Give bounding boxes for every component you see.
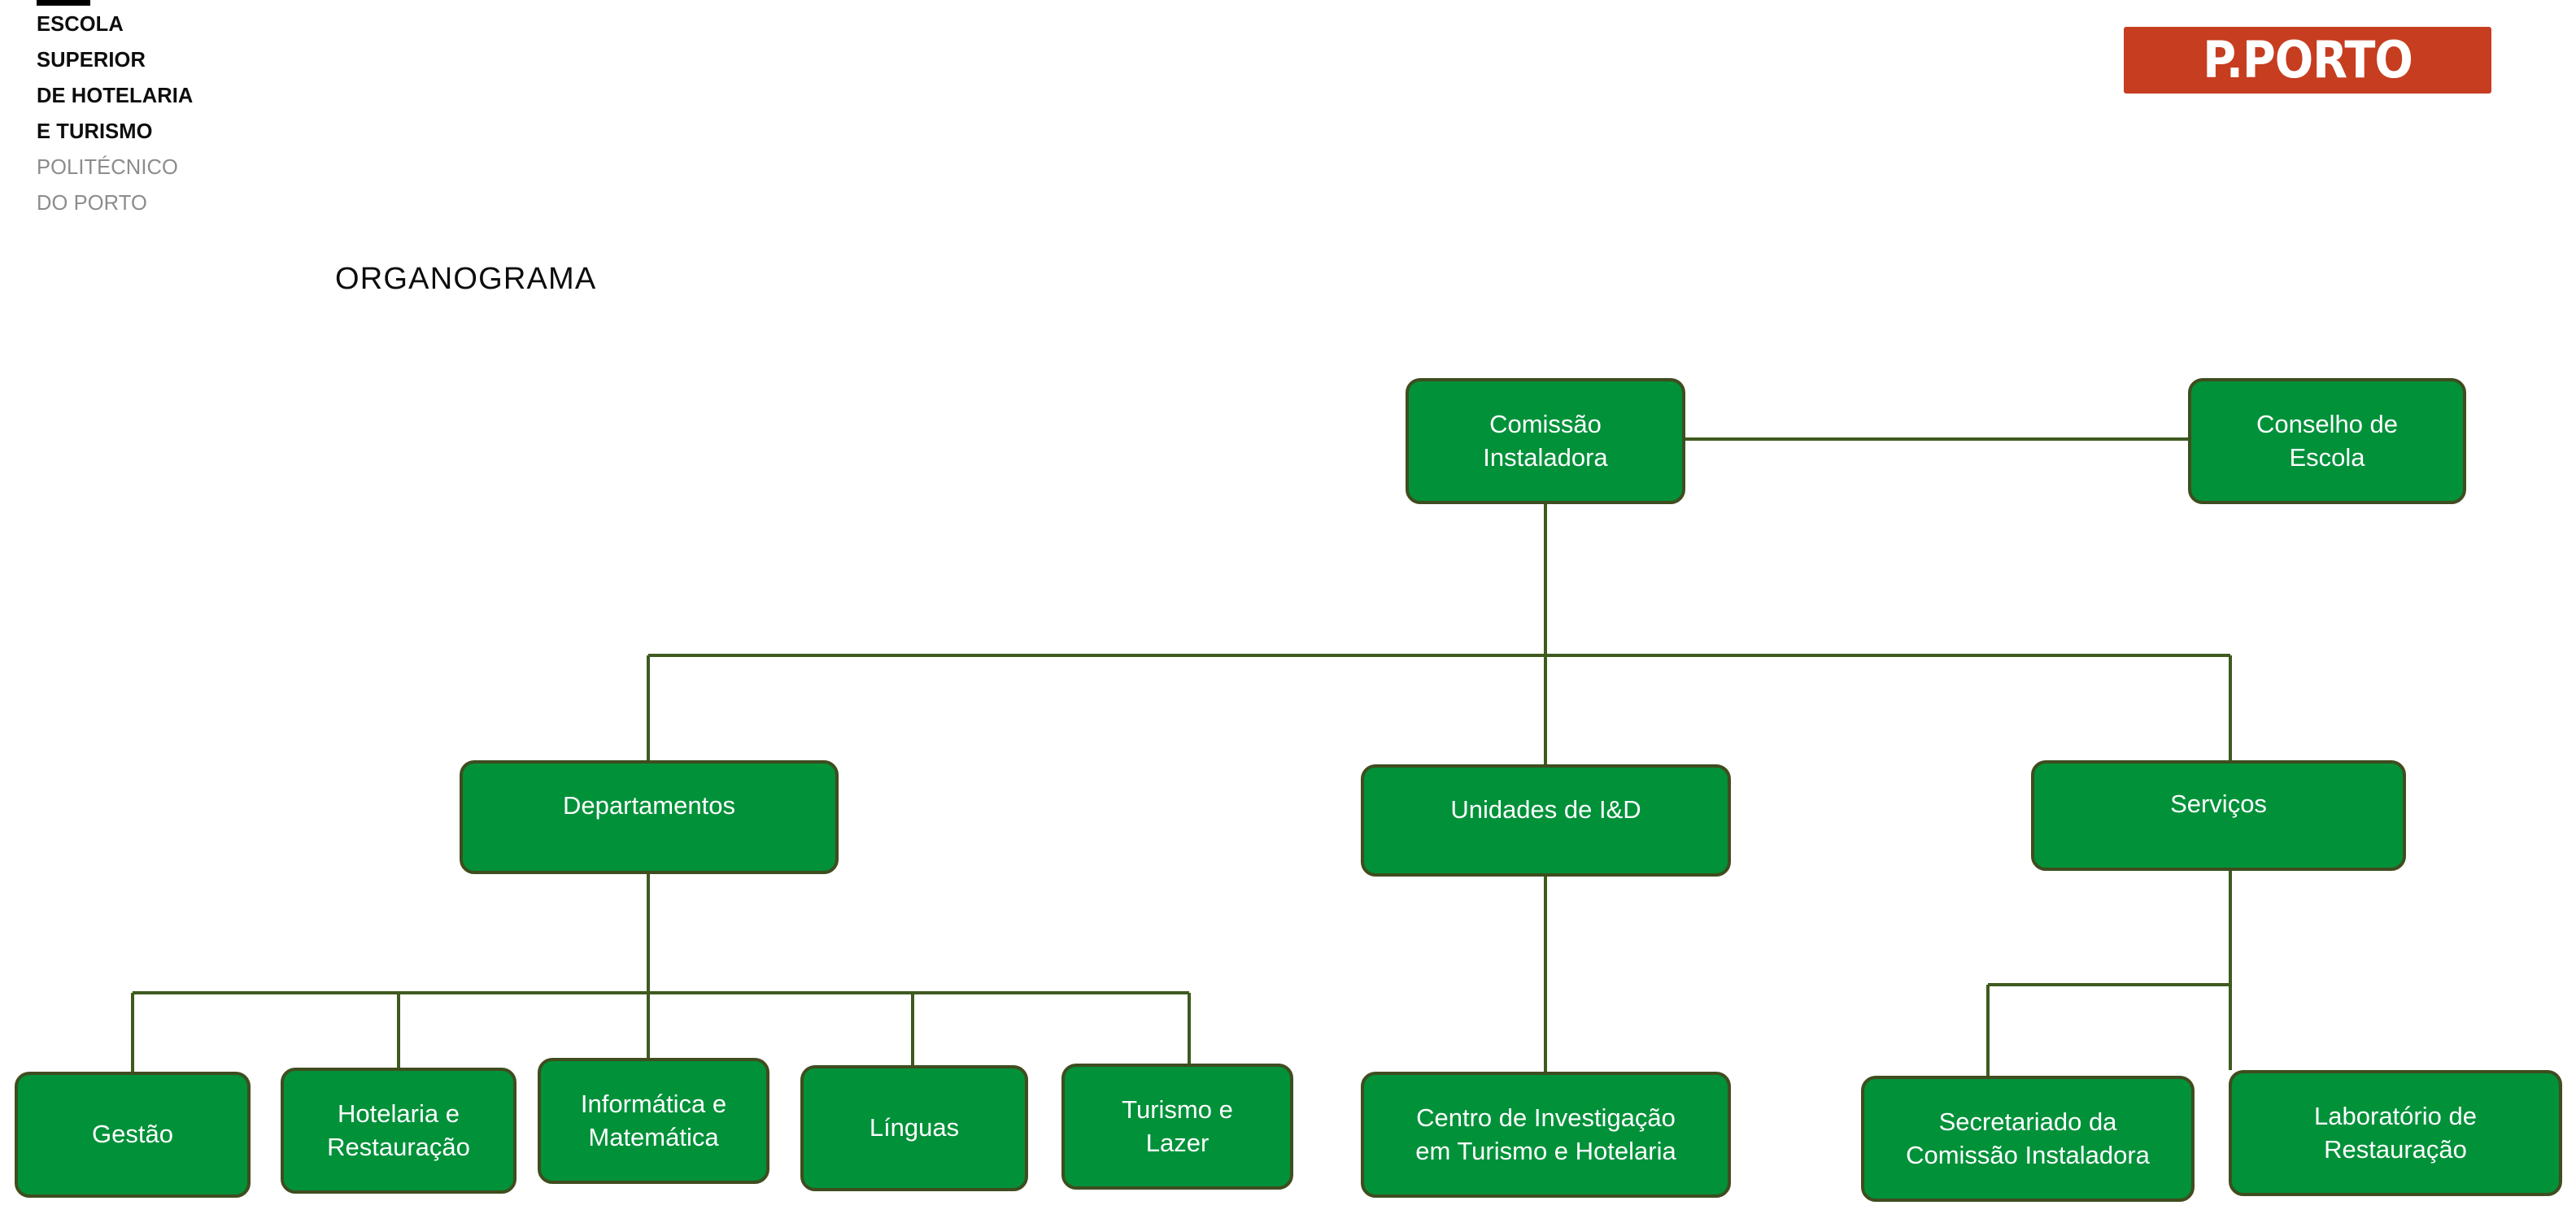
- node-label-line-1: Secretariado da: [1938, 1107, 2117, 1136]
- school-name-line-6: DO PORTO: [37, 191, 147, 215]
- node-label-line-2: Instaladora: [1483, 442, 1608, 472]
- node-label: Gestão: [92, 1120, 173, 1149]
- node-servicos[interactable]: Serviços: [2031, 760, 2406, 871]
- brand-rule-icon: [37, 0, 90, 6]
- school-name-line-1: ESCOLA: [37, 13, 124, 36]
- node-label-line-1: Conselho de: [2256, 409, 2399, 438]
- pporto-wordmark: P.PORTO: [2203, 30, 2413, 89]
- node-label-line-2: Escola: [2289, 442, 2365, 472]
- node-label-line-2: Comissão Instaladora: [1906, 1140, 2150, 1169]
- node-label-line-1: Laboratório de: [2314, 1101, 2477, 1130]
- pporto-logo: P.PORTO: [2124, 27, 2491, 94]
- node-conselho-de-escola[interactable]: Conselho de Escola: [2188, 378, 2466, 504]
- node-departamentos[interactable]: Departamentos: [460, 760, 839, 874]
- node-label-line-2: Matemática: [588, 1122, 719, 1151]
- node-label: Departamentos: [563, 791, 735, 820]
- node-informatica-e-matematica[interactable]: Informática e Matemática: [538, 1058, 769, 1184]
- school-name-line-5: POLITÉCNICO: [37, 156, 178, 179]
- node-label-line-1: Hotelaria e: [338, 1099, 460, 1128]
- node-comissao-instaladora[interactable]: Comissão Instaladora: [1406, 378, 1685, 504]
- school-name-line-2: SUPERIOR: [37, 49, 146, 72]
- node-label-line-2: Lazer: [1145, 1128, 1210, 1157]
- node-hotelaria-e-restauracao[interactable]: Hotelaria e Restauração: [281, 1068, 517, 1194]
- page-title: ORGANOGRAMA: [335, 262, 597, 296]
- node-gestao[interactable]: Gestão: [15, 1072, 251, 1198]
- school-logo: ESCOLA SUPERIOR DE HOTELARIA E TURISMO P…: [37, 13, 378, 228]
- node-label-line-2: Restauração: [327, 1132, 470, 1161]
- school-name-line-3: DE HOTELARIA: [37, 85, 194, 107]
- node-centro-de-investigacao-em-turismo-e-hotelaria[interactable]: Centro de Investigação em Turismo e Hote…: [1361, 1072, 1731, 1198]
- node-label-line-2: Restauração: [2324, 1134, 2467, 1164]
- node-label-line-1: Informática e: [580, 1089, 727, 1118]
- node-label: Línguas: [869, 1113, 960, 1142]
- school-name-line-4: E TURISMO: [37, 120, 153, 143]
- node-label-line-1: Centro de Investigação: [1416, 1103, 1676, 1132]
- node-label: Unidades de I&D: [1450, 795, 1641, 824]
- node-secretariado-da-comissao-instaladora[interactable]: Secretariado da Comissão Instaladora: [1861, 1076, 2195, 1202]
- node-label-line-2: em Turismo e Hotelaria: [1415, 1136, 1676, 1165]
- node-label-line-1: Turismo e: [1122, 1094, 1233, 1124]
- node-label: Serviços: [2170, 790, 2267, 818]
- node-label-line-1: Comissão: [1489, 409, 1602, 438]
- node-linguas[interactable]: Línguas: [800, 1065, 1028, 1191]
- node-unidades-de-id[interactable]: Unidades de I&D: [1361, 764, 1731, 877]
- node-laboratorio-de-restauracao[interactable]: Laboratório de Restauração: [2229, 1070, 2562, 1196]
- node-turismo-e-lazer[interactable]: Turismo e Lazer: [1061, 1064, 1293, 1190]
